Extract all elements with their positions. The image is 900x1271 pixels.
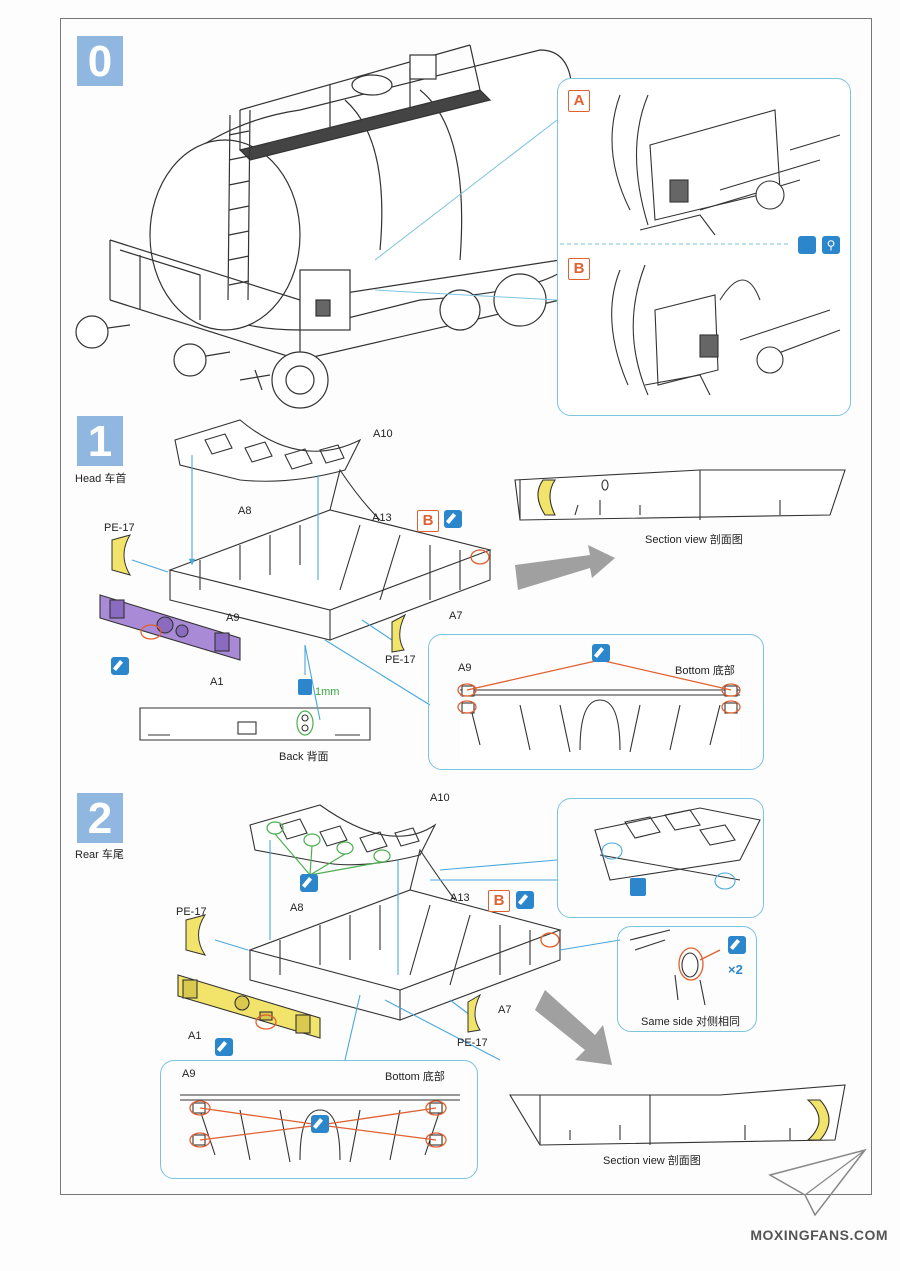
section-view-label: Section view 剖面图 — [603, 1155, 701, 1167]
pe17-left-label: PE-17 — [176, 906, 207, 918]
step-2-title: Rear 车尾 — [75, 849, 124, 861]
cement-icon — [592, 644, 610, 662]
drill-icon — [298, 679, 312, 695]
drill-icon — [630, 878, 646, 896]
a1-label: A1 — [210, 676, 224, 688]
a9-label: A9 — [226, 612, 240, 624]
bottom-a9-label: A9 — [182, 1068, 196, 1080]
multiplier-label: ×2 — [728, 962, 743, 977]
a7-label: A7 — [449, 610, 463, 622]
step-2-number: 2 — [77, 793, 123, 843]
a8-label: A8 — [290, 902, 304, 914]
a10-label: A10 — [373, 428, 393, 440]
section-view-label: Section view 剖面图 — [645, 534, 743, 546]
step-1-title: Head 车首 — [75, 473, 127, 485]
drill-depth-label: 1mm — [315, 686, 340, 698]
cement-icon — [728, 936, 746, 954]
a1-label: A1 — [188, 1030, 202, 1042]
step-2-bottom-panel — [160, 1060, 478, 1179]
a8-label: A8 — [238, 505, 252, 517]
cement-icon — [516, 891, 534, 909]
watermark-text: MOXINGFANS.COM — [750, 1227, 888, 1243]
cement-icon — [111, 657, 129, 675]
cement-icon — [444, 510, 462, 528]
a7-label: A7 — [498, 1004, 512, 1016]
page-border — [60, 18, 872, 1195]
a13-label: A13 — [450, 892, 470, 904]
cement-icon — [215, 1038, 233, 1056]
cement-icon — [300, 874, 318, 892]
pe17-right-label: PE-17 — [457, 1037, 488, 1049]
same-side-label: Same side 对侧相同 — [641, 1016, 741, 1028]
step-2-variant-b-badge: B — [488, 890, 510, 912]
zoom-icon[interactable]: ⚲ — [822, 236, 840, 254]
pe17-right-label: PE-17 — [385, 654, 416, 666]
fit-view-icon[interactable] — [798, 236, 816, 254]
cement-icon — [311, 1115, 329, 1133]
variant-b-badge: B — [568, 258, 590, 280]
pe17-left-label: PE-17 — [104, 522, 135, 534]
variant-a-badge: A — [568, 90, 590, 112]
bottom-a9-label: A9 — [458, 662, 472, 674]
a10-label: A10 — [430, 792, 450, 804]
step-1-number: 1 — [77, 416, 123, 466]
a13-label: A13 — [372, 512, 392, 524]
step-1-variant-b-badge: B — [417, 510, 439, 532]
bottom-title: Bottom 底部 — [385, 1071, 445, 1083]
step-2-same-side-panel — [617, 926, 757, 1032]
step-2-plate-detail-panel — [557, 798, 764, 918]
step-1-bottom-panel — [428, 634, 764, 770]
bottom-title: Bottom 底部 — [675, 665, 735, 677]
back-view-label: Back 背面 — [279, 751, 329, 763]
step-0-number: 0 — [77, 36, 123, 86]
